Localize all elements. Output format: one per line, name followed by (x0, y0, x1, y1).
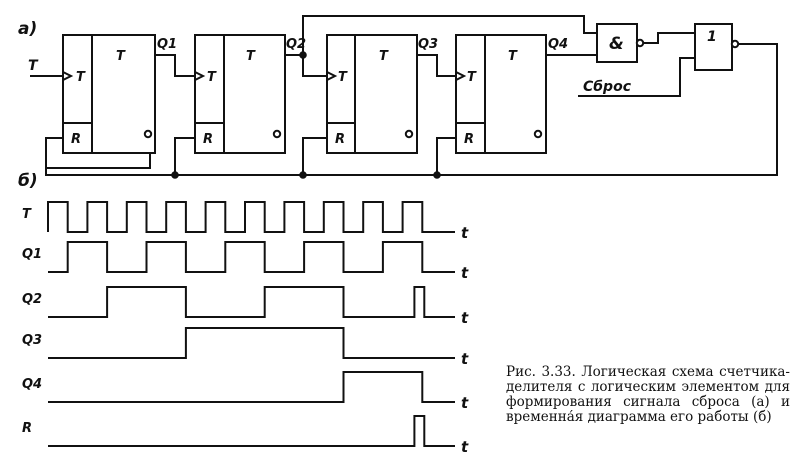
time-axis-label-q1: t (461, 264, 469, 282)
part-a-label: а) (18, 19, 37, 39)
flipflop-3-output-label: Q3 (418, 37, 438, 52)
reset-junction-3 (433, 171, 441, 179)
flipflop-4-output-label: Q4 (548, 37, 568, 52)
reset-input-wire (578, 57, 695, 97)
time-axis-label-r: t (461, 438, 469, 456)
flipflop-4-body (455, 34, 547, 154)
clock-input-label: T (28, 58, 39, 74)
flipflop-3-inverted-output (404, 129, 414, 139)
flipflop-2-input-label: T (207, 70, 217, 85)
flipflop-1-body (62, 34, 156, 154)
flipflop-1-reset-label: R (71, 132, 81, 147)
signal-label-r: R (22, 421, 32, 436)
flipflop-2-output-label: Q2 (286, 37, 306, 52)
flipflop-3: T T R Q3 (326, 34, 438, 154)
flipflop-3-reset-label: R (335, 132, 345, 147)
counter-schematic: T T R Q1 T T R Q2 T T R Q3 (28, 15, 778, 179)
flipflop-2-type-label: T (246, 49, 256, 64)
waveform-q2 (48, 286, 455, 318)
flipflop-1-inverted-output (143, 129, 153, 139)
reset-junction-2 (299, 171, 307, 179)
flipflop-2-inverted-output (272, 129, 282, 139)
waveform-q4 (48, 371, 455, 403)
flipflop-2-clock-triangle (194, 70, 206, 82)
q1-wire (155, 54, 195, 77)
q2-wire (285, 54, 327, 77)
flipflop-4-reset-label: R (464, 132, 474, 147)
or-gate (694, 23, 733, 71)
time-axis-label-q3: t (461, 350, 469, 368)
or-gate-inverted-output (730, 39, 740, 49)
signal-label-q3: Q3 (22, 333, 42, 348)
part-b-label: б) (18, 171, 38, 191)
reset-input-label: Сброс (583, 79, 632, 95)
flipflop-4-input-label: T (467, 70, 477, 85)
flipflop-2-reset-label: R (203, 132, 213, 147)
waveform-q3 (48, 327, 455, 359)
flipflop-1-input-label: T (76, 70, 86, 85)
signal-label-q2: Q2 (22, 292, 42, 307)
flipflop-4: T T R Q4 (455, 34, 568, 154)
flipflop-3-body (326, 34, 418, 154)
reset-tap-ff2 (174, 137, 195, 175)
or-gate-label: 1 (707, 29, 717, 45)
waveform-r (48, 415, 455, 447)
reset-junction-1 (171, 171, 179, 179)
reset-bus-main (45, 43, 778, 176)
signal-label-q1: Q1 (22, 247, 42, 262)
q2-to-and-wire (302, 15, 597, 55)
time-axis-label-t: t (461, 224, 469, 242)
flipflop-4-type-label: T (508, 49, 518, 64)
figure-caption: Рис. 3.33. Логическая схема счетчика-дел… (506, 364, 790, 425)
waveform-q1 (48, 241, 455, 273)
reset-tap-ff4 (436, 137, 456, 175)
flipflop-3-clock-triangle (326, 70, 338, 82)
flipflop-1-type-label: T (116, 49, 126, 64)
and-gate-label: & (609, 34, 624, 54)
flipflop-2: T T R Q2 (194, 34, 306, 154)
flipflop-3-input-label: T (338, 70, 348, 85)
waveform-t (47, 201, 455, 233)
flipflop-4-inverted-output (533, 129, 543, 139)
flipflop-1: T T R Q1 (62, 34, 177, 154)
flipflop-2-body (194, 34, 286, 154)
signal-label-t: T (22, 207, 32, 222)
reset-tap-ff3 (302, 137, 327, 175)
time-axis-label-q2: t (461, 309, 469, 327)
flipflop-1-output-label: Q1 (157, 37, 177, 52)
signal-label-q4: Q4 (22, 377, 42, 392)
time-axis-label-q4: t (461, 394, 469, 412)
flipflop-1-clock-triangle (62, 70, 74, 82)
flipflop-3-type-label: T (379, 49, 389, 64)
q3-wire (417, 54, 456, 77)
and-gate-inverted-output (635, 38, 645, 48)
and-to-or-wire (643, 32, 695, 44)
flipflop-4-clock-triangle (455, 70, 467, 82)
